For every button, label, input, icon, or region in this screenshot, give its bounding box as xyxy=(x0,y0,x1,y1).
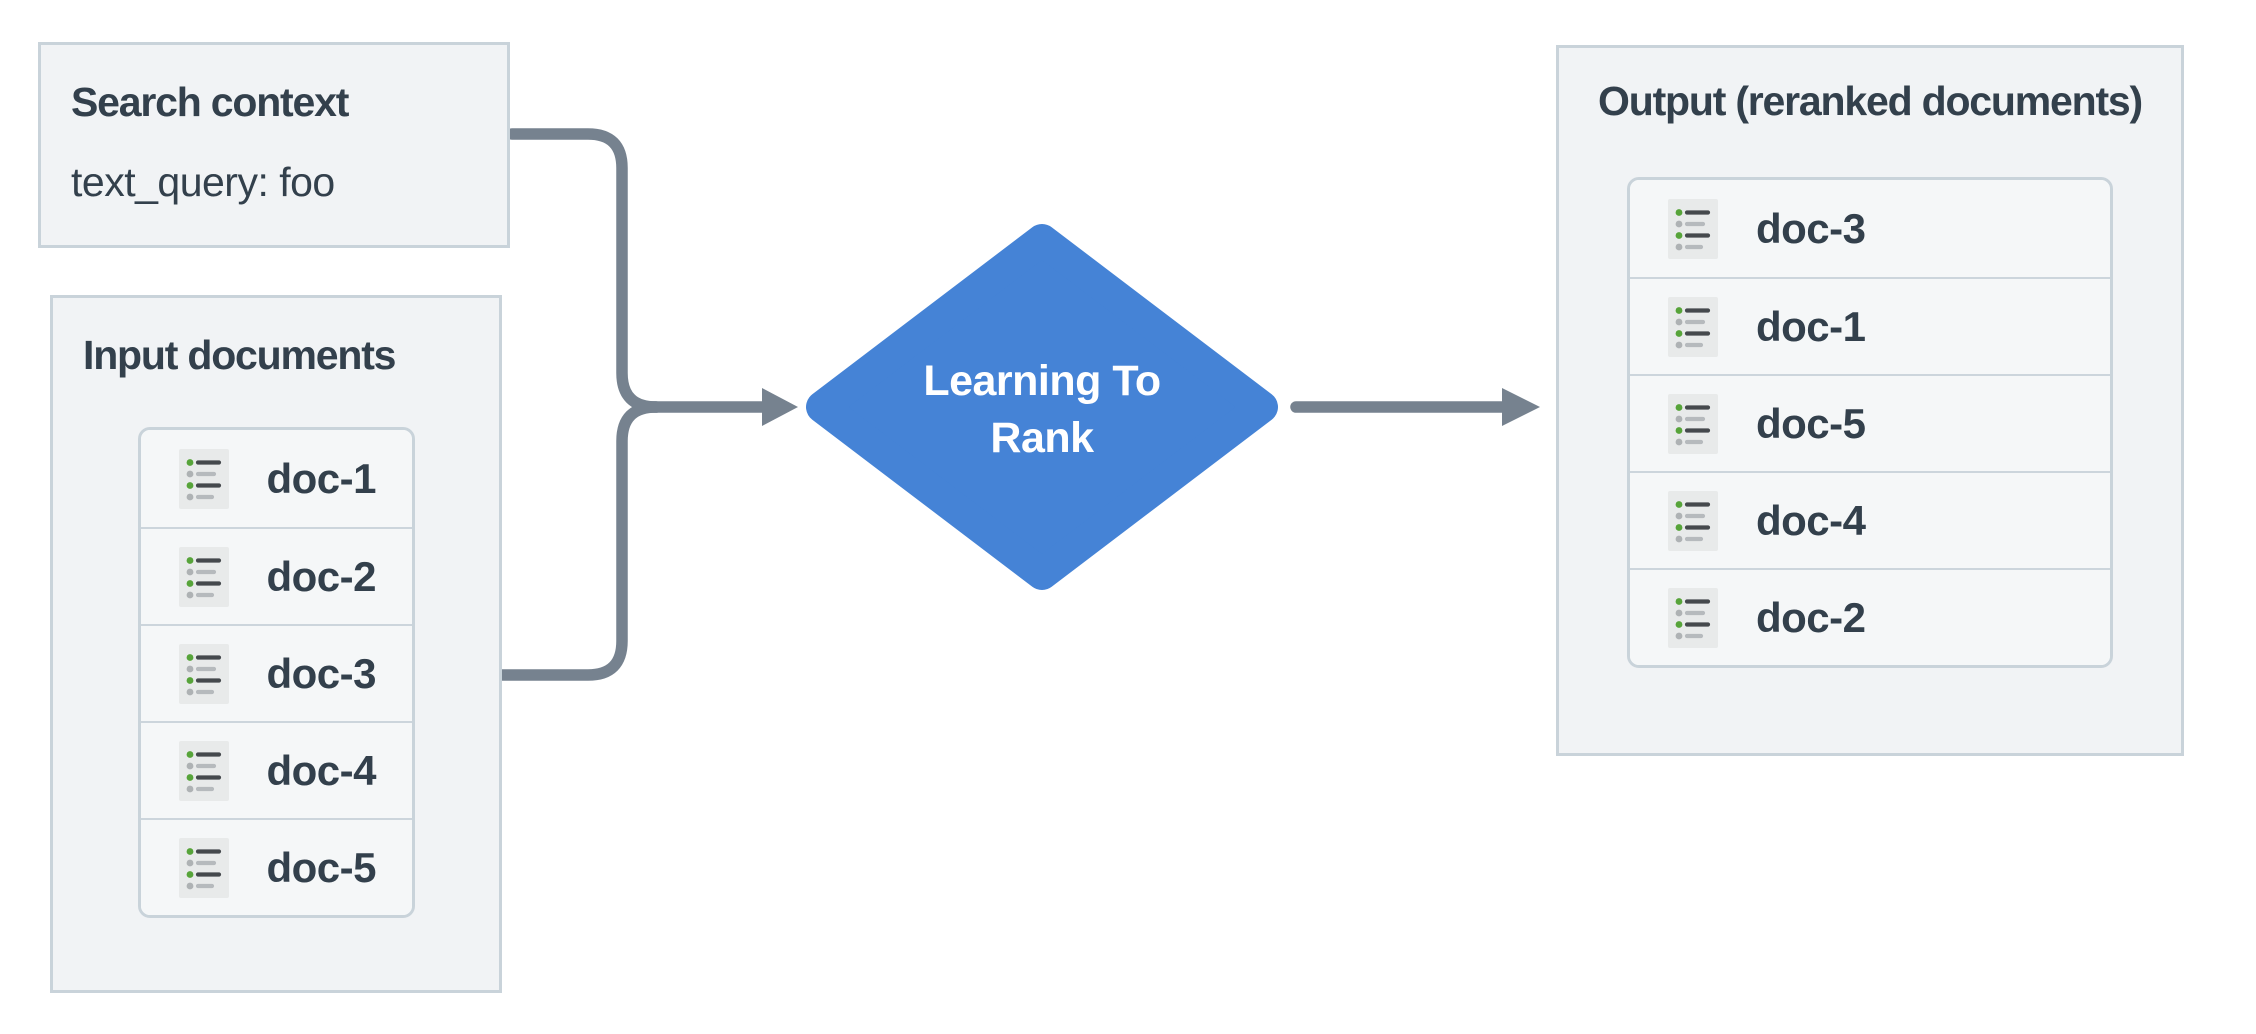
search-context-box: Search context text_query: foo xyxy=(38,42,510,248)
arrowhead-into-output xyxy=(1502,388,1540,426)
bulleted-list-icon xyxy=(178,448,229,509)
text-query-value: text_query: foo xyxy=(71,159,335,206)
output-documents-list: doc-3 xyxy=(1627,177,2113,669)
learning-to-rank-label-line1: Learning To xyxy=(923,357,1161,406)
bulleted-list-icon xyxy=(1668,296,1718,357)
bulleted-list-icon xyxy=(1668,490,1718,551)
document-label: doc-4 xyxy=(266,746,377,794)
document-label: doc-5 xyxy=(1756,399,1866,447)
bulleted-list-icon xyxy=(178,740,229,801)
document-item: doc-1 xyxy=(1630,277,2110,375)
connector-input-documents xyxy=(496,401,662,681)
bulleted-list-icon xyxy=(1668,198,1718,259)
document-item: doc-5 xyxy=(1630,374,2110,472)
input-documents-box: Input documents xyxy=(50,295,502,993)
output-box: Output (reranked documents) xyxy=(1556,45,2184,756)
connector-search-context xyxy=(506,128,662,413)
document-item: doc-3 xyxy=(140,624,412,722)
document-label: doc-1 xyxy=(1756,302,1866,350)
document-label: doc-2 xyxy=(266,552,377,600)
document-item: doc-2 xyxy=(1630,568,2110,666)
bulleted-list-icon xyxy=(1668,587,1718,648)
output-title: Output (reranked documents) xyxy=(1598,78,2143,124)
document-label: doc-3 xyxy=(1756,204,1866,252)
bulleted-list-icon xyxy=(178,643,229,704)
document-label: doc-4 xyxy=(1756,496,1866,544)
document-label: doc-2 xyxy=(1756,593,1866,641)
bulleted-list-icon xyxy=(178,546,229,607)
document-item: doc-4 xyxy=(140,721,412,819)
document-label: doc-5 xyxy=(266,843,377,891)
learning-to-rank-label-line2: Rank xyxy=(990,414,1094,462)
document-item: doc-4 xyxy=(1630,471,2110,569)
bulleted-list-icon xyxy=(1668,393,1718,454)
document-item: doc-1 xyxy=(140,430,412,528)
search-context-title: Search context xyxy=(71,79,349,125)
learning-to-rank-label: Learning To Rank xyxy=(792,332,1292,488)
document-item: doc-3 xyxy=(1630,180,2110,278)
bulleted-list-icon xyxy=(178,837,229,898)
document-item: doc-5 xyxy=(140,818,412,916)
document-label: doc-1 xyxy=(266,454,377,502)
input-documents-list: doc-1 xyxy=(137,427,415,919)
document-label: doc-3 xyxy=(266,649,377,697)
document-item: doc-2 xyxy=(140,527,412,625)
input-documents-title: Input documents xyxy=(83,332,396,378)
